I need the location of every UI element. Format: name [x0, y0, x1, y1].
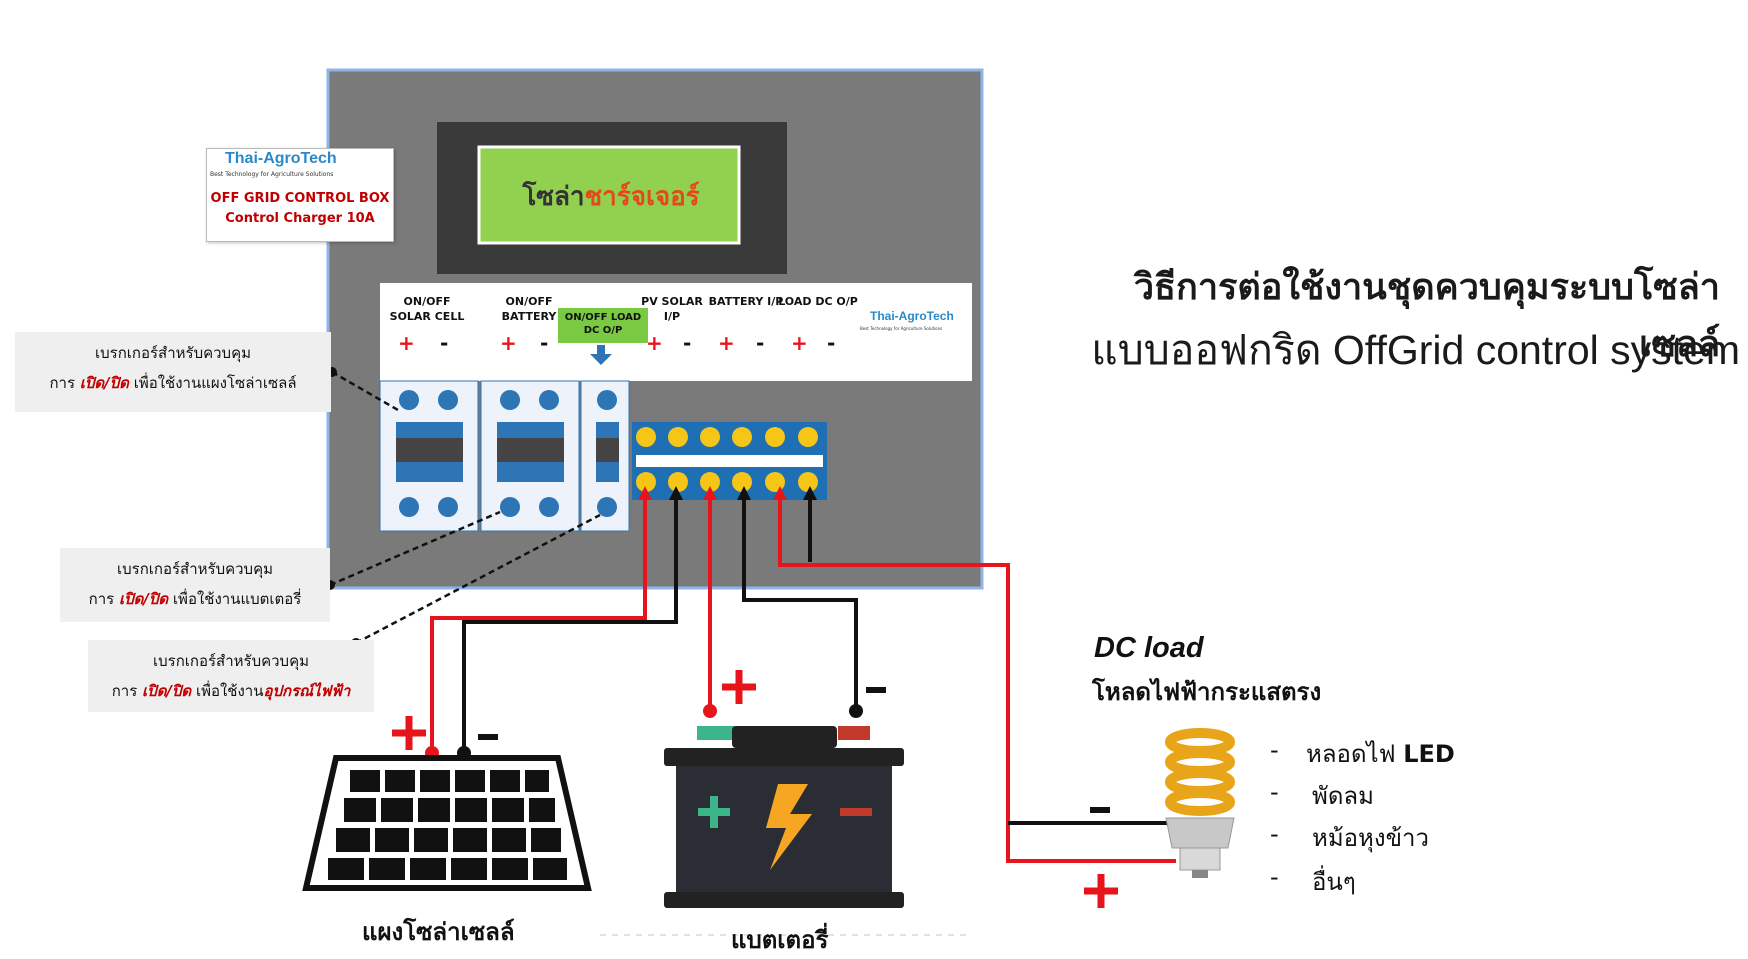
list-item-text: หลอดไฟ	[1306, 740, 1404, 768]
list-dash: -	[1270, 778, 1279, 806]
sign-plus: +	[718, 331, 735, 355]
caption-solar-panel: แผงโซล่าเซลล์	[362, 918, 515, 946]
callout-prefix: การ	[111, 682, 143, 700]
label-load-dc: LOAD DC O/P	[778, 295, 858, 308]
sign-plus: +	[398, 331, 415, 355]
sign-minus: -	[683, 331, 692, 355]
lcd-text: โซล่าชาร์จเจอร์	[480, 176, 742, 217]
dc-load-subtitle: โหลดไฟฟ้ากระแสตรง	[1092, 678, 1322, 706]
list-item-bold: LED	[1403, 740, 1455, 768]
callout-line1: เบรกเกอร์สำหรับควบคุม	[94, 344, 251, 362]
label-battery-ip: BATTERY I/P	[708, 295, 784, 308]
sign-minus: -	[540, 331, 549, 355]
sign-minus: -	[756, 331, 765, 355]
logo-tagline: Best Technology for Agriculture Solution…	[210, 171, 334, 178]
list-item: หลอดไฟ LED	[1306, 734, 1455, 773]
breaker-solar[interactable]	[379, 380, 479, 532]
terminal-block[interactable]	[632, 422, 827, 500]
label-battery: ON/OFF BATTERY	[501, 295, 557, 323]
lcd-text-part2: ชาร์จเจอร์	[584, 182, 700, 212]
logo-title-2: Control Charger 10A	[225, 211, 375, 226]
solar-panel-icon	[302, 755, 592, 891]
list-item: หม้อหุงข้าว	[1312, 824, 1429, 852]
label-load: ON/OFF LOAD DC O/P	[558, 308, 648, 343]
list-dash: -	[1270, 863, 1279, 891]
led-bulb-icon	[1165, 728, 1235, 878]
sign-minus: -	[440, 331, 449, 355]
logo-title-1: OFF GRID CONTROL BOX	[210, 191, 390, 206]
callout-prefix: การ	[49, 374, 80, 392]
dc-load-title: DC load	[1094, 632, 1204, 664]
label-strip	[380, 283, 972, 381]
battery-icon	[664, 726, 904, 908]
list-dash: -	[1270, 736, 1279, 764]
callout-line1: เบรกเกอร์สำหรับควบคุม	[116, 560, 273, 578]
caption-battery: แบตเตอรี่	[731, 926, 829, 954]
breaker-load[interactable]	[580, 380, 630, 532]
brand-logo-box: Thai-AgroTech Best Technology for Agricu…	[206, 148, 394, 242]
callout-line1: เบรกเกอร์สำหรับควบคุม	[152, 652, 309, 670]
list-item: อื่นๆ	[1312, 868, 1356, 896]
logo-brand: Thai-AgroTech	[225, 150, 337, 167]
callout-arrows	[329, 370, 601, 645]
callout-highlight: เปิด/ปิด	[119, 590, 169, 608]
callout-suffix-highlight: อุปกรณ์ไฟฟ้า	[263, 682, 351, 700]
strip-logo-tagline: Best Technology for Agriculture Solution…	[860, 326, 943, 331]
label-solar-cell: ON/OFF SOLAR CELL	[389, 295, 465, 323]
callout-load-breaker: เบรกเกอร์สำหรับควบคุม การ เปิด/ปิด เพื่อ…	[88, 640, 374, 712]
sign-minus: -	[827, 331, 836, 355]
heading-line-2: แบบออฟกริด OffGrid control system	[1091, 327, 1740, 373]
breaker-battery[interactable]	[480, 380, 580, 532]
sign-plus: +	[791, 331, 808, 355]
load-down-arrow	[590, 345, 612, 365]
polarity-markers	[392, 670, 1118, 908]
callout-suffix: เพื่อใช้งานแผงโซล่าเซลล์	[128, 374, 297, 392]
sign-plus: +	[646, 331, 663, 355]
list-item: พัดลม	[1312, 782, 1374, 810]
list-dash: -	[1270, 820, 1279, 848]
lcd-text-part1: โซล่า	[522, 182, 585, 212]
strip-logo-brand: Thai-AgroTech	[870, 309, 954, 323]
callout-highlight: เปิด/ปิด	[142, 682, 192, 700]
sign-plus: +	[500, 331, 517, 355]
callout-suffix: เพื่อใช้งาน	[191, 682, 264, 700]
callout-battery-breaker: เบรกเกอร์สำหรับควบคุม การ เปิด/ปิด เพื่อ…	[60, 548, 330, 622]
callout-solar-breaker: เบรกเกอร์สำหรับควบคุม การ เปิด/ปิด เพื่อ…	[15, 332, 331, 412]
callout-highlight: เปิด/ปิด	[79, 374, 129, 392]
lcd-screen	[477, 145, 741, 245]
callout-prefix: การ	[88, 590, 120, 608]
label-pv-solar: PV SOLAR I/P	[641, 295, 703, 323]
callout-suffix: เพื่อใช้งานแบตเตอรี่	[168, 590, 302, 608]
wires	[430, 490, 1176, 863]
heading-line-1: วิธีการต่อใช้งานชุดควบคุมระบบโซล่าเซลล์	[1133, 266, 1720, 364]
